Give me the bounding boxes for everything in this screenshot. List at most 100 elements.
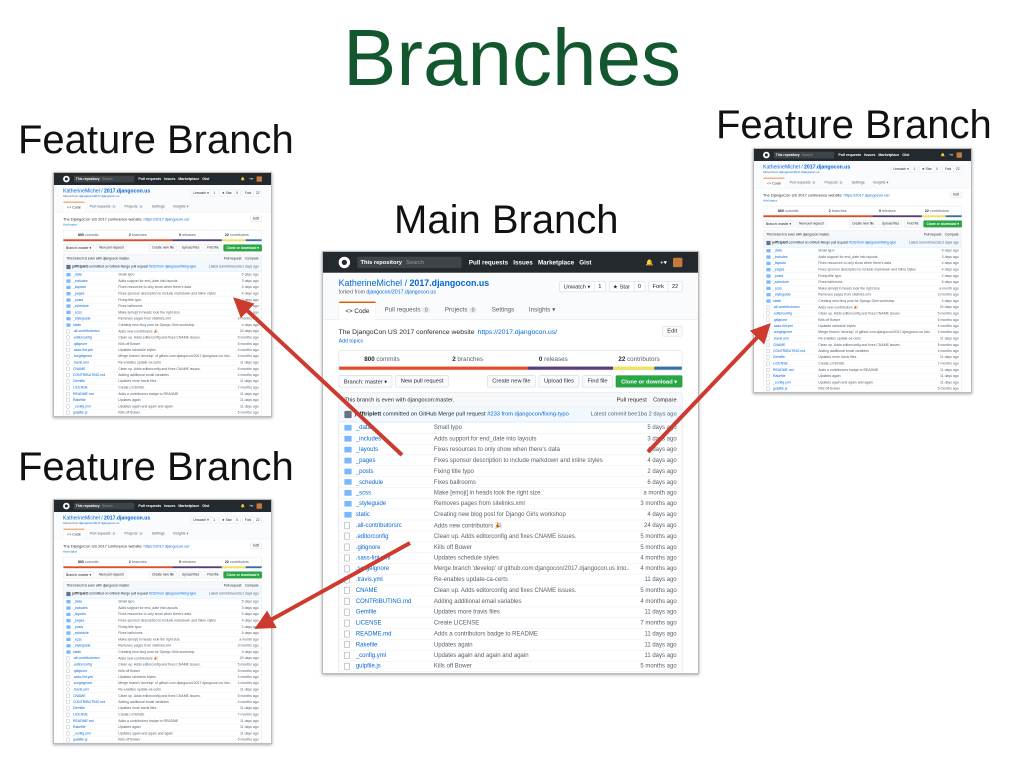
commit-author[interactable]: jefftriplett [72,591,88,596]
file-commit-message[interactable]: Updates again [118,725,141,730]
file-commit-message[interactable]: Creating new blog post for Django Girls … [818,299,895,303]
tab-insights[interactable]: Insights ▾ [173,204,189,209]
file-name-link[interactable]: LICENSE [355,619,382,627]
file-name-link[interactable]: .sass-lint.yml [772,324,794,328]
language-bar[interactable] [763,215,962,218]
branch-select-button[interactable]: Branch: master ▾ [763,220,795,228]
nav-marketplace[interactable]: Marketplace [178,176,200,182]
file-commit-message[interactable]: Fixes ballrooms [818,280,843,284]
file-commit-message[interactable]: Updates more travis files [118,706,157,711]
repo-name-link[interactable]: 2017.djangocon.us [104,188,151,194]
file-commit-message[interactable]: Kills off Bower [433,544,472,551]
pull-request-link[interactable]: Pull request [223,256,242,261]
file-commit-message[interactable]: Re-enables update-ca-certs [118,687,161,692]
branches-count[interactable]: 2 branches [128,232,147,237]
file-commit-message[interactable]: Small typo [118,272,135,277]
file-commit-message[interactable]: Updates schedule styles [433,554,499,562]
file-commit-message[interactable]: Create LICENSE [433,619,480,627]
file-name-link[interactable]: LICENSE [772,361,788,366]
file-commit-message[interactable]: Kills off Bower [818,386,841,391]
file-commit-message[interactable]: Adds support for end_date into layouts [118,279,178,283]
file-name-link[interactable]: gulpfile.js [772,386,788,391]
file-name-link[interactable]: gulpfile.js [72,737,88,742]
repo-website-link[interactable]: https://2017.djangocon.us/ [477,327,558,336]
add-topics-link[interactable]: Add topics [63,223,78,227]
compare-link[interactable]: Compare [945,232,959,237]
avatar[interactable] [256,503,262,509]
commit-author-avatar[interactable] [66,591,71,597]
commit-link[interactable]: #233 from djangocon/fixing-typo [149,591,197,596]
file-commit-message[interactable]: Clean up. Adds editorconfig and fixes CN… [118,335,201,340]
file-commit-message[interactable]: Clean up. Adds editorconfig and fixes CN… [433,533,577,540]
new-pull-request-button[interactable]: New pull request [395,375,449,388]
releases-count[interactable]: 0 releases [878,208,896,213]
file-commit-message[interactable]: Adds a contributors badge to README [118,392,179,396]
commit-author[interactable]: jefftriplett [72,264,88,269]
file-commit-message[interactable]: Kills off Bower [118,410,141,415]
file-commit-message[interactable]: Merge branch 'develop' of github.com:dja… [433,565,630,572]
file-name-link[interactable]: Gemfile [72,379,85,384]
commit-author-avatar[interactable] [344,410,352,419]
upload-files-button[interactable]: Upload files [538,375,580,388]
file-commit-message[interactable]: Fixes resources to only show when there'… [118,285,192,290]
edit-button[interactable]: Edit [250,542,262,549]
file-name-link[interactable]: _config.yml [72,731,91,736]
file-name-link[interactable]: _posts [72,625,84,629]
file-commit-message[interactable]: Updates again [118,398,141,403]
file-commit-message[interactable]: Fixing title typo [118,298,142,302]
file-name-link[interactable]: .sass-lint.yml [355,554,391,562]
file-commit-message[interactable]: Fixes resources to only show when there'… [433,446,560,453]
file-commit-message[interactable]: Clean up. Adds editorconfig and fixes CN… [433,587,577,594]
avatar[interactable] [256,176,262,182]
file-name-link[interactable]: .travis.yml [72,360,89,365]
file-name-link[interactable]: _layouts [355,446,379,453]
file-name-link[interactable]: Rakefile [72,398,86,403]
notification-bell-icon[interactable]: 🔔 [240,503,246,509]
file-name-link[interactable]: README.md [355,630,392,637]
file-commit-message[interactable]: Clean up. Adds editorconfig and fixes CN… [818,311,901,316]
file-name-link[interactable]: .surgeignore [72,681,93,686]
file-commit-message[interactable]: Fixes sponsor description to include mar… [118,291,216,296]
contributors-count[interactable]: 22 contributors [224,232,249,237]
file-commit-message[interactable]: Make [emoji] in heads look the right siz… [433,489,541,497]
file-name-link[interactable]: .travis.yml [72,687,89,692]
file-name-link[interactable]: CONTRIBUTING.md [72,373,106,377]
file-name-link[interactable]: static [72,323,82,327]
file-name-link[interactable]: README.md [772,368,794,372]
new-plus-icon[interactable]: +▾ [248,503,253,509]
file-name-link[interactable]: _schedule [355,479,384,486]
file-commit-message[interactable]: Kills off Bower [118,737,141,742]
tab-code[interactable]: <> Code [763,177,785,189]
commit-author[interactable]: jefftriplett [354,410,382,418]
file-commit-message[interactable]: Adds support for end_date into layouts [818,255,878,259]
search-input[interactable]: This repository Search [73,502,135,510]
commit-link[interactable]: #233 from djangocon/fixing-typo [149,264,197,269]
upload-files-button[interactable]: Upload files [178,244,203,252]
file-commit-message[interactable]: Fixes sponsor description to include mar… [818,267,916,272]
file-commit-message[interactable]: Adding additional email variables [118,700,169,704]
github-logo-icon[interactable] [763,151,770,159]
file-name-link[interactable]: Rakefile [772,374,786,379]
repo-owner-link[interactable]: KatherineMichel [763,164,800,170]
file-name-link[interactable]: CNAME [355,587,378,594]
language-bar[interactable] [63,239,262,242]
tab-insights[interactable]: Insights ▾ [173,531,189,536]
nav-gist[interactable]: Gist [579,258,592,267]
file-commit-message[interactable]: Fixing title typo [818,274,842,278]
file-name-link[interactable]: CONTRIBUTING.md [772,349,806,353]
github-logo-icon[interactable] [338,256,351,269]
file-commit-message[interactable]: Create LICENSE [818,361,845,366]
file-name-link[interactable]: static [772,299,782,303]
file-commit-message[interactable]: Updates more travis files [118,379,157,384]
file-name-link[interactable]: Rakefile [72,725,86,730]
file-commit-message[interactable]: Clean up. Adds editorconfig and fixes CN… [118,694,201,698]
new-pull-request-button[interactable]: New pull request [95,244,127,252]
